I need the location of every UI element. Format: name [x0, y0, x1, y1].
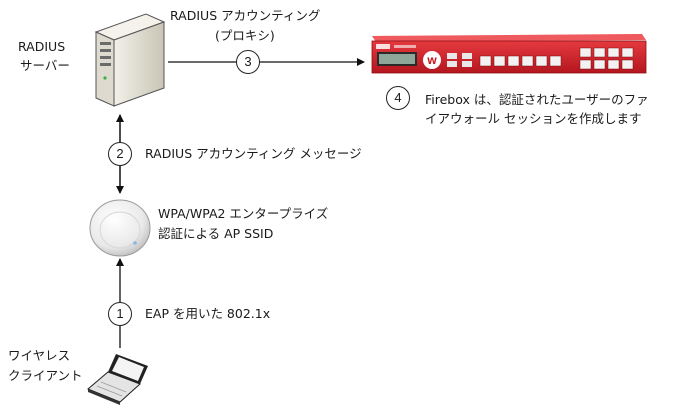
step1-label: EAP を用いた 802.1x — [145, 306, 271, 321]
step1-badge: 1 — [108, 302, 132, 326]
client-label-line1: ワイヤレス — [8, 348, 71, 363]
step3-label-line1: RADIUS アカウンティング — [170, 8, 321, 23]
server-icon — [94, 13, 166, 107]
client-label-line2: クライアント — [8, 368, 83, 383]
step4-label-line2: イアウォール セッションを作成します — [425, 111, 642, 126]
radius-server-label-line1: RADIUS — [18, 39, 66, 54]
step2-badge: 2 — [108, 142, 132, 166]
radius-server-label-line2: サーバー — [20, 58, 70, 73]
access-point-label-line1: WPA/WPA2 エンタープライズ — [158, 206, 329, 221]
firebox-icon: w — [371, 34, 647, 74]
step4-badge: 4 — [386, 86, 410, 110]
step3-badge: 3 — [236, 50, 260, 74]
step4-label-line1: Firebox は、認証されたユーザーのファ — [425, 92, 649, 107]
svg-text:w: w — [426, 53, 437, 67]
step3-label-line2: (プロキシ) — [215, 28, 275, 43]
access-point-label-line2: 認証による AP SSID — [158, 226, 274, 241]
access-point-icon — [89, 199, 151, 257]
step2-label: RADIUS アカウンティング メッセージ — [145, 146, 362, 161]
laptop-icon — [87, 354, 148, 405]
